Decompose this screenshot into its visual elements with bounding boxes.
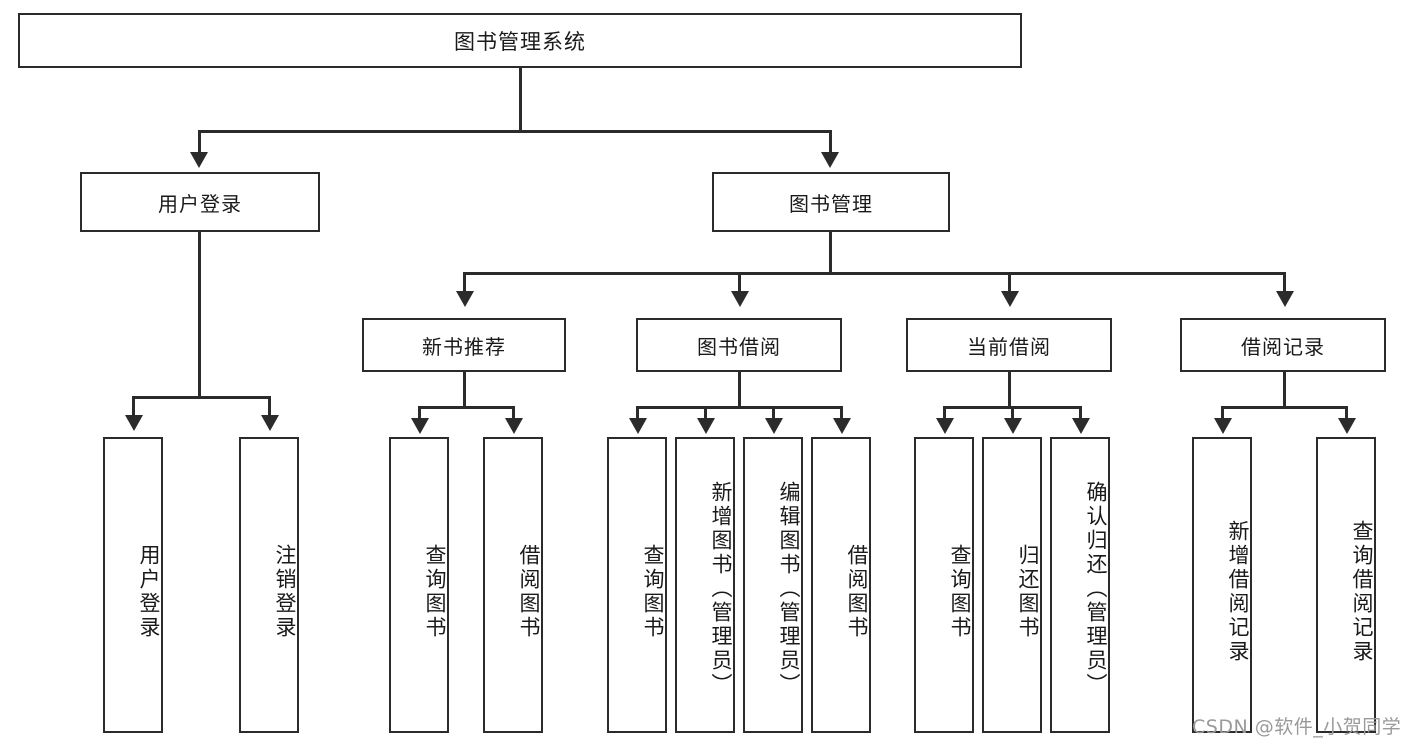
- arrow-new-book-leaf-2: [505, 418, 523, 434]
- node-borrow-record[interactable]: 借阅记录: [1180, 318, 1386, 372]
- edge-current-borrow-to-leaf-3: [1079, 406, 1082, 420]
- arrow-user-login-leaf-1: [125, 415, 143, 431]
- edge-root-to-user-login: [198, 130, 201, 154]
- arrow-to-book-borrow: [731, 291, 749, 307]
- edge-book-manage-stem: [829, 232, 832, 272]
- edge-root-bus: [198, 130, 832, 133]
- edge-new-book-to-leaf-2: [512, 406, 515, 420]
- edge-to-current-borrow: [1008, 272, 1011, 293]
- arrow-book-borrow-leaf-2: [697, 418, 715, 434]
- csdn-watermark: CSDN @软件_小贺同学: [1192, 716, 1402, 738]
- leaf-query-borrow-record[interactable]: 查询借阅记录: [1316, 437, 1376, 733]
- leaf-confirm-return-admin[interactable]: 确认归还（管理员）: [1050, 437, 1110, 733]
- edge-user-login-to-leaf-2: [268, 396, 271, 417]
- arrow-to-new-book-recommend: [456, 291, 474, 307]
- leaf-borrow-book-recommend[interactable]: 借阅图书: [483, 437, 543, 733]
- edge-current-borrow-to-leaf-1: [943, 406, 946, 420]
- node-current-borrow[interactable]: 当前借阅: [906, 318, 1112, 372]
- edge-user-login-stem: [198, 232, 201, 396]
- edge-book-borrow-bus: [636, 406, 843, 409]
- edge-new-book-stem: [463, 372, 466, 406]
- edge-current-borrow-to-leaf-2: [1011, 406, 1014, 420]
- edge-borrow-record-stem: [1283, 372, 1286, 406]
- leaf-add-borrow-record[interactable]: 新增借阅记录: [1192, 437, 1252, 733]
- edge-borrow-record-to-leaf-2: [1345, 406, 1348, 420]
- edge-user-login-to-leaf-1: [132, 396, 135, 417]
- arrow-to-borrow-record: [1276, 291, 1294, 307]
- edge-book-borrow-to-leaf-2: [704, 406, 707, 420]
- arrow-to-user-login: [190, 152, 208, 168]
- arrow-new-book-leaf-1: [411, 418, 429, 434]
- arrow-to-book-manage: [821, 152, 839, 168]
- leaf-add-book-admin[interactable]: 新增图书（管理员）: [675, 437, 735, 733]
- edge-to-new-book-recommend: [463, 272, 466, 293]
- leaf-query-book-recommend[interactable]: 查询图书: [389, 437, 449, 733]
- edge-book-borrow-to-leaf-4: [840, 406, 843, 420]
- leaf-edit-book-admin[interactable]: 编辑图书（管理员）: [743, 437, 803, 733]
- edge-borrow-record-bus: [1221, 406, 1345, 409]
- node-book-management[interactable]: 图书管理: [712, 172, 950, 232]
- edge-new-book-to-leaf-1: [418, 406, 421, 420]
- leaf-user-login[interactable]: 用户登录: [103, 437, 163, 733]
- edge-root-stem: [519, 68, 522, 130]
- arrow-current-borrow-leaf-3: [1072, 418, 1090, 434]
- arrow-user-login-leaf-2: [261, 415, 279, 431]
- arrow-book-borrow-leaf-3: [765, 418, 783, 434]
- edge-book-borrow-to-leaf-1: [636, 406, 639, 420]
- leaf-return-book[interactable]: 归还图书: [982, 437, 1042, 733]
- node-new-book-recommend[interactable]: 新书推荐: [362, 318, 566, 372]
- node-user-login[interactable]: 用户登录: [80, 172, 320, 232]
- edge-to-borrow-record: [1283, 272, 1286, 293]
- node-root-library-system[interactable]: 图书管理系统: [18, 13, 1022, 68]
- arrow-book-borrow-leaf-1: [629, 418, 647, 434]
- edge-to-book-borrow: [738, 272, 741, 293]
- leaf-query-book-borrow[interactable]: 查询图书: [607, 437, 667, 733]
- arrow-borrow-record-leaf-1: [1214, 418, 1232, 434]
- arrow-current-borrow-leaf-1: [936, 418, 954, 434]
- edge-root-to-book-manage: [829, 130, 832, 154]
- leaf-logout[interactable]: 注销登录: [239, 437, 299, 733]
- arrow-borrow-record-leaf-2: [1338, 418, 1356, 434]
- leaf-borrow-book[interactable]: 借阅图书: [811, 437, 871, 733]
- edge-new-book-bus: [418, 406, 512, 409]
- edge-user-login-bus: [132, 396, 268, 399]
- leaf-query-book-current[interactable]: 查询图书: [914, 437, 974, 733]
- edge-book-borrow-to-leaf-3: [772, 406, 775, 420]
- arrow-to-current-borrow: [1001, 291, 1019, 307]
- edge-book-manage-bus: [463, 272, 1286, 275]
- edge-current-borrow-stem: [1008, 372, 1011, 406]
- edge-borrow-record-to-leaf-1: [1221, 406, 1224, 420]
- arrow-current-borrow-leaf-2: [1004, 418, 1022, 434]
- node-book-borrow[interactable]: 图书借阅: [636, 318, 842, 372]
- edge-book-borrow-stem: [738, 372, 741, 406]
- arrow-book-borrow-leaf-4: [833, 418, 851, 434]
